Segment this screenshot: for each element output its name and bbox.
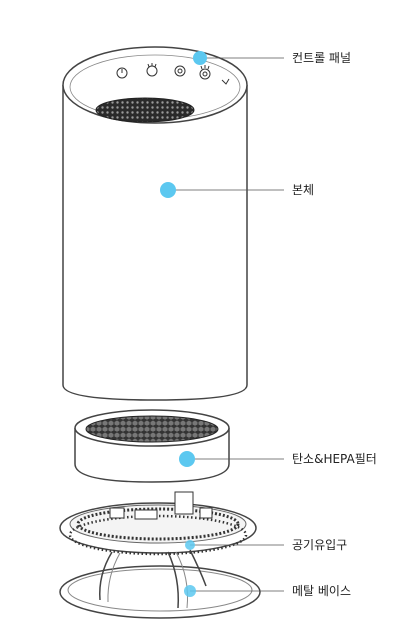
marker-body xyxy=(160,182,176,198)
power-icon xyxy=(116,67,128,79)
leader-lines xyxy=(168,57,284,592)
filter-mesh xyxy=(85,415,219,443)
filter-part xyxy=(74,409,230,483)
callout-label-body: 본체 xyxy=(292,183,315,197)
air-inlet-plate xyxy=(59,491,257,556)
top-grille xyxy=(95,97,195,123)
callout-label-filter: 탄소&HEPA필터 xyxy=(292,452,377,466)
marker-filter xyxy=(179,451,195,467)
metal-base-part xyxy=(59,549,261,619)
callout-markers xyxy=(160,51,207,597)
fan-speed-icon xyxy=(146,63,158,77)
control-buttons xyxy=(116,63,230,85)
purifier-body xyxy=(62,46,248,401)
callout-label-control-panel: 컨트롤 패널 xyxy=(292,51,352,65)
callout-label-metal-base: 메탈 베이스 xyxy=(292,584,352,598)
ion-icon xyxy=(199,65,211,80)
marker-metal-base xyxy=(184,585,196,597)
callout-label-air-inlet: 공기유입구 xyxy=(292,538,348,552)
indicator-icon xyxy=(221,78,230,85)
marker-air-inlet xyxy=(185,540,195,550)
marker-control-panel xyxy=(193,51,207,65)
mode-icon xyxy=(174,65,186,77)
